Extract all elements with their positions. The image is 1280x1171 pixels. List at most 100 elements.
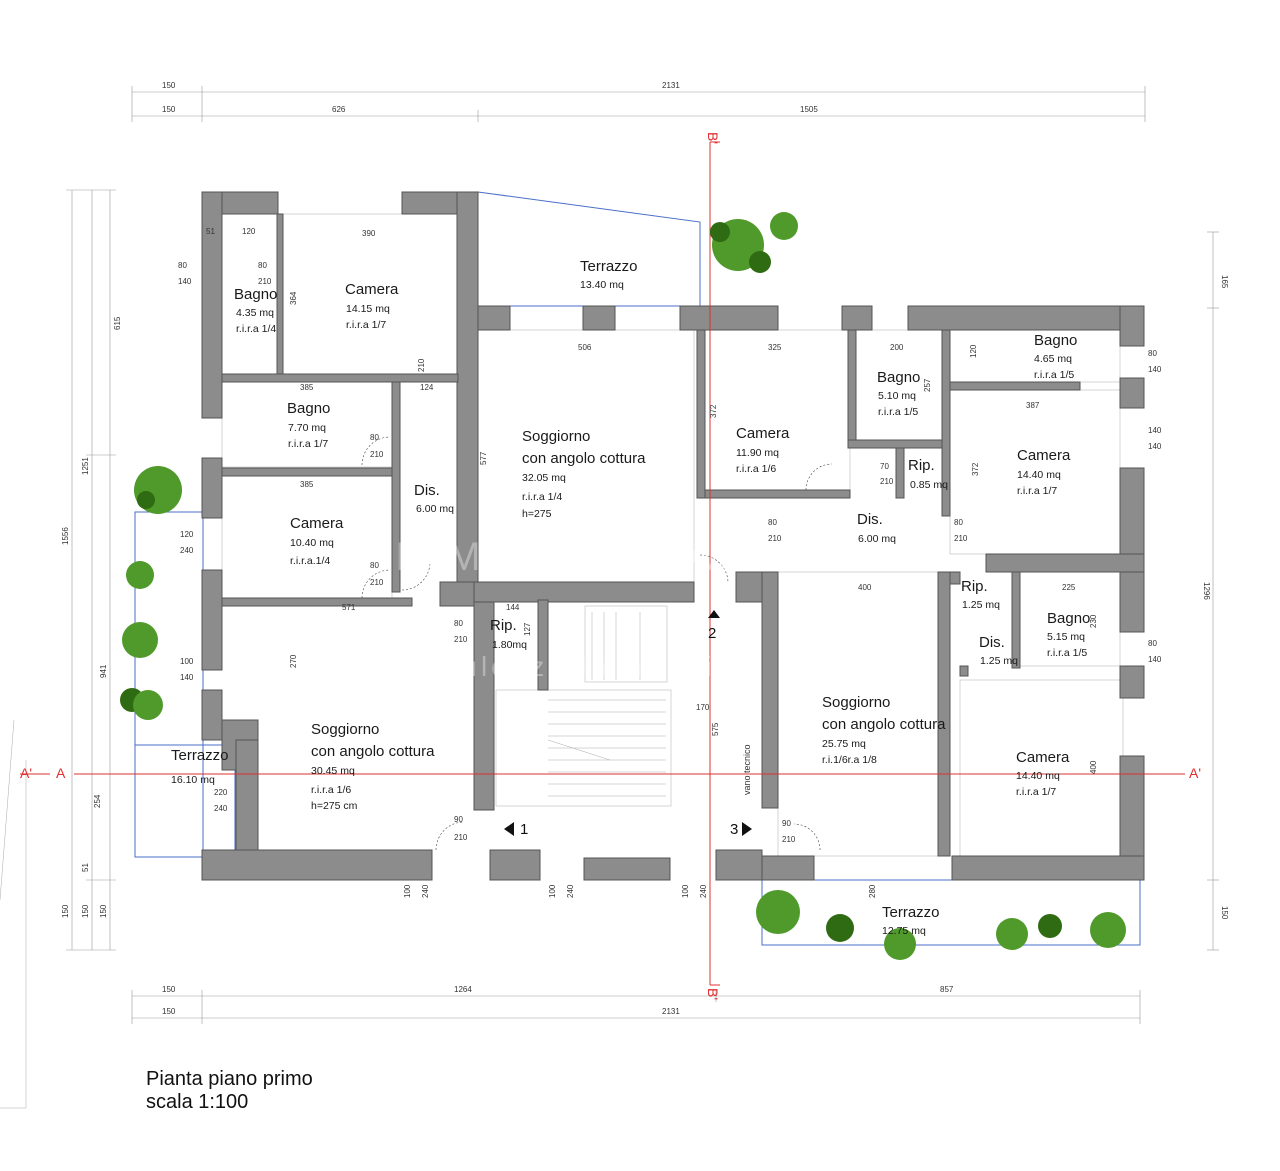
svg-text:r.i.1/6r.a 1/8: r.i.1/6r.a 1/8: [822, 754, 877, 766]
room-bagno-1: Bagno 4.35 mq r.i.r.a 1/4: [234, 286, 277, 335]
svg-text:127: 127: [523, 622, 532, 636]
vano-tecnico-label: vano tecnico: [742, 744, 752, 795]
svg-text:200: 200: [890, 343, 904, 352]
svg-text:r.i.r.a 1/4: r.i.r.a 1/4: [236, 323, 276, 335]
svg-text:140: 140: [1148, 365, 1162, 374]
svg-text:5.10 mq: 5.10 mq: [878, 390, 916, 402]
svg-text:390: 390: [362, 229, 376, 238]
dim-bottom-857: 857: [940, 985, 954, 994]
svg-text:r.i.r.a 1/7: r.i.r.a 1/7: [1017, 485, 1057, 497]
svg-text:385: 385: [300, 383, 314, 392]
svg-text:r.i.r.a 1/7: r.i.r.a 1/7: [1016, 786, 1056, 798]
svg-text:240: 240: [421, 884, 430, 898]
dim-top2-626: 626: [332, 105, 346, 114]
svg-text:372: 372: [971, 462, 980, 476]
room-soggiorno-2: Soggiorno con angolo cottura 30.45 mq r.…: [311, 721, 435, 812]
svg-text:12.75 mq: 12.75 mq: [882, 925, 926, 937]
svg-text:387: 387: [1026, 401, 1040, 410]
section-b-bottom: B': [705, 988, 721, 1000]
svg-text:con angolo cottura: con angolo cottura: [522, 450, 646, 467]
svg-text:210: 210: [417, 358, 426, 372]
svg-text:Soggiorno: Soggiorno: [311, 721, 379, 738]
dim-right-1296: 1296: [1202, 582, 1211, 600]
svg-text:0.85 mq: 0.85 mq: [910, 479, 948, 491]
section-lines: B' B' A' A A': [20, 132, 1201, 1000]
svg-text:400: 400: [1089, 760, 1098, 774]
svg-text:210: 210: [370, 578, 384, 587]
svg-text:80: 80: [1148, 349, 1157, 358]
svg-text:140: 140: [180, 673, 194, 682]
room-rip-2: Rip. 0.85 mq: [908, 457, 948, 491]
room-camera-5: Camera 14.40 mq r.i.r.a 1/7: [1016, 749, 1070, 798]
svg-text:14.15 mq: 14.15 mq: [346, 303, 390, 315]
svg-text:11.90 mq: 11.90 mq: [736, 447, 779, 459]
room-dis-3: Dis. 1.25 mq: [979, 634, 1018, 667]
svg-text:364: 364: [289, 291, 298, 305]
svg-text:r.i.r.a 1/4: r.i.r.a 1/4: [522, 491, 562, 503]
room-bagno-2: Bagno 7.70 mq r.i.r.a 1/7: [287, 400, 330, 450]
svg-text:13.40 mq: 13.40 mq: [580, 279, 624, 291]
svg-text:r.i.r.a 1/7: r.i.r.a 1/7: [288, 438, 328, 450]
dim-left-615: 615: [113, 316, 122, 330]
room-camera-2: Camera 10.40 mq r.i.r.a.1/4: [290, 515, 344, 567]
room-terrazzo-left: Terrazzo 16.10 mq: [171, 747, 229, 786]
svg-text:16.10 mq: 16.10 mq: [171, 774, 215, 786]
svg-text:210: 210: [782, 835, 796, 844]
room-dis-1: Dis. 6.00 mq: [414, 482, 454, 515]
svg-text:90: 90: [454, 815, 463, 824]
svg-text:100: 100: [548, 884, 557, 898]
watermark-logo: IMMOBILI REALI: [395, 535, 758, 579]
svg-text:Bagno: Bagno: [1047, 610, 1090, 627]
svg-text:80: 80: [454, 619, 463, 628]
svg-text:r.i.r.a 1/5: r.i.r.a 1/5: [1034, 369, 1074, 381]
svg-text:80: 80: [370, 561, 379, 570]
svg-text:1.25 mq: 1.25 mq: [980, 655, 1018, 667]
plant-top: [710, 212, 798, 273]
svg-text:30.45 mq: 30.45 mq: [311, 765, 355, 777]
svg-text:280: 280: [868, 884, 877, 898]
entrance-marker-2: 2: [708, 625, 716, 642]
dim-left-51: 51: [81, 863, 90, 872]
inner-dimensions: 390 120 51 80 140 364 80 210 385 124 210…: [178, 227, 1162, 898]
svg-text:Dis.: Dis.: [857, 511, 883, 528]
room-bagno-3: Bagno 5.10 mq r.i.r.a 1/5: [877, 369, 920, 418]
svg-text:25.75 mq: 25.75 mq: [822, 738, 866, 750]
room-camera-3: Camera 11.90 mq r.i.r.a 1/6: [736, 425, 790, 475]
section-a-left2: A: [56, 765, 66, 781]
svg-text:Rip.: Rip.: [490, 617, 517, 634]
svg-text:240: 240: [214, 804, 228, 813]
svg-text:r.i.r.a 1/7: r.i.r.a 1/7: [346, 319, 386, 331]
svg-text:Terrazzo: Terrazzo: [580, 258, 638, 275]
svg-text:Soggiorno: Soggiorno: [522, 428, 590, 445]
svg-text:h=275: h=275: [522, 508, 552, 520]
plan-caption: Pianta piano primo scala 1:100: [146, 1068, 313, 1114]
svg-text:210: 210: [880, 477, 894, 486]
dim-left-150a: 150: [61, 904, 70, 918]
svg-text:Bagno: Bagno: [877, 369, 920, 386]
svg-text:571: 571: [342, 603, 356, 612]
svg-text:51: 51: [206, 227, 215, 236]
svg-text:100: 100: [180, 657, 194, 666]
left-dimensions: 615 1251 1556 941 254 51 150 150 150: [0, 189, 122, 1109]
top-dimensions: 150 2131 150 626 1505: [131, 81, 1146, 122]
svg-text:7.70 mq: 7.70 mq: [288, 422, 326, 434]
svg-text:Bagno: Bagno: [1034, 332, 1077, 349]
svg-text:210: 210: [258, 277, 272, 286]
svg-text:140: 140: [1148, 655, 1162, 664]
svg-text:80: 80: [178, 261, 187, 270]
room-soggiorno-3: Soggiorno con angolo cottura 25.75 mq r.…: [822, 694, 946, 766]
svg-text:124: 124: [420, 383, 434, 392]
svg-text:80: 80: [768, 518, 777, 527]
svg-text:Camera: Camera: [736, 425, 790, 442]
svg-text:144: 144: [506, 603, 520, 612]
watermark-subtitle: Consulenze Immobiliari: [380, 651, 759, 682]
svg-text:con angolo cottura: con angolo cottura: [822, 716, 946, 733]
svg-text:120: 120: [180, 530, 194, 539]
svg-text:80: 80: [954, 518, 963, 527]
svg-text:400: 400: [858, 583, 872, 592]
svg-text:210: 210: [370, 450, 384, 459]
svg-text:90: 90: [782, 819, 791, 828]
dim-top2-150: 150: [162, 105, 176, 114]
entrance-marker-3: 3: [730, 821, 738, 838]
